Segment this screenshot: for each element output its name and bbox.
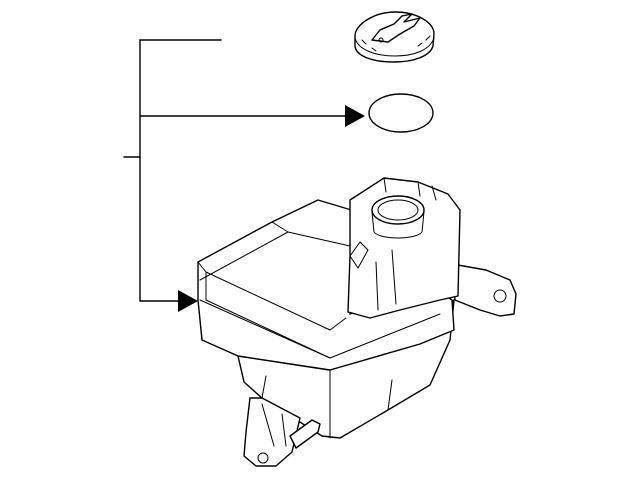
callout-line-seal xyxy=(139,105,365,127)
arrowhead-icon xyxy=(345,105,365,127)
callout-bracket xyxy=(123,39,141,302)
arrowhead-icon xyxy=(178,290,198,312)
reservoir-cap-icon xyxy=(354,11,435,63)
coolant-reservoir-tank-icon xyxy=(197,177,517,467)
callout-line-tank xyxy=(139,290,198,312)
cap-seal-ring-icon xyxy=(368,93,434,133)
